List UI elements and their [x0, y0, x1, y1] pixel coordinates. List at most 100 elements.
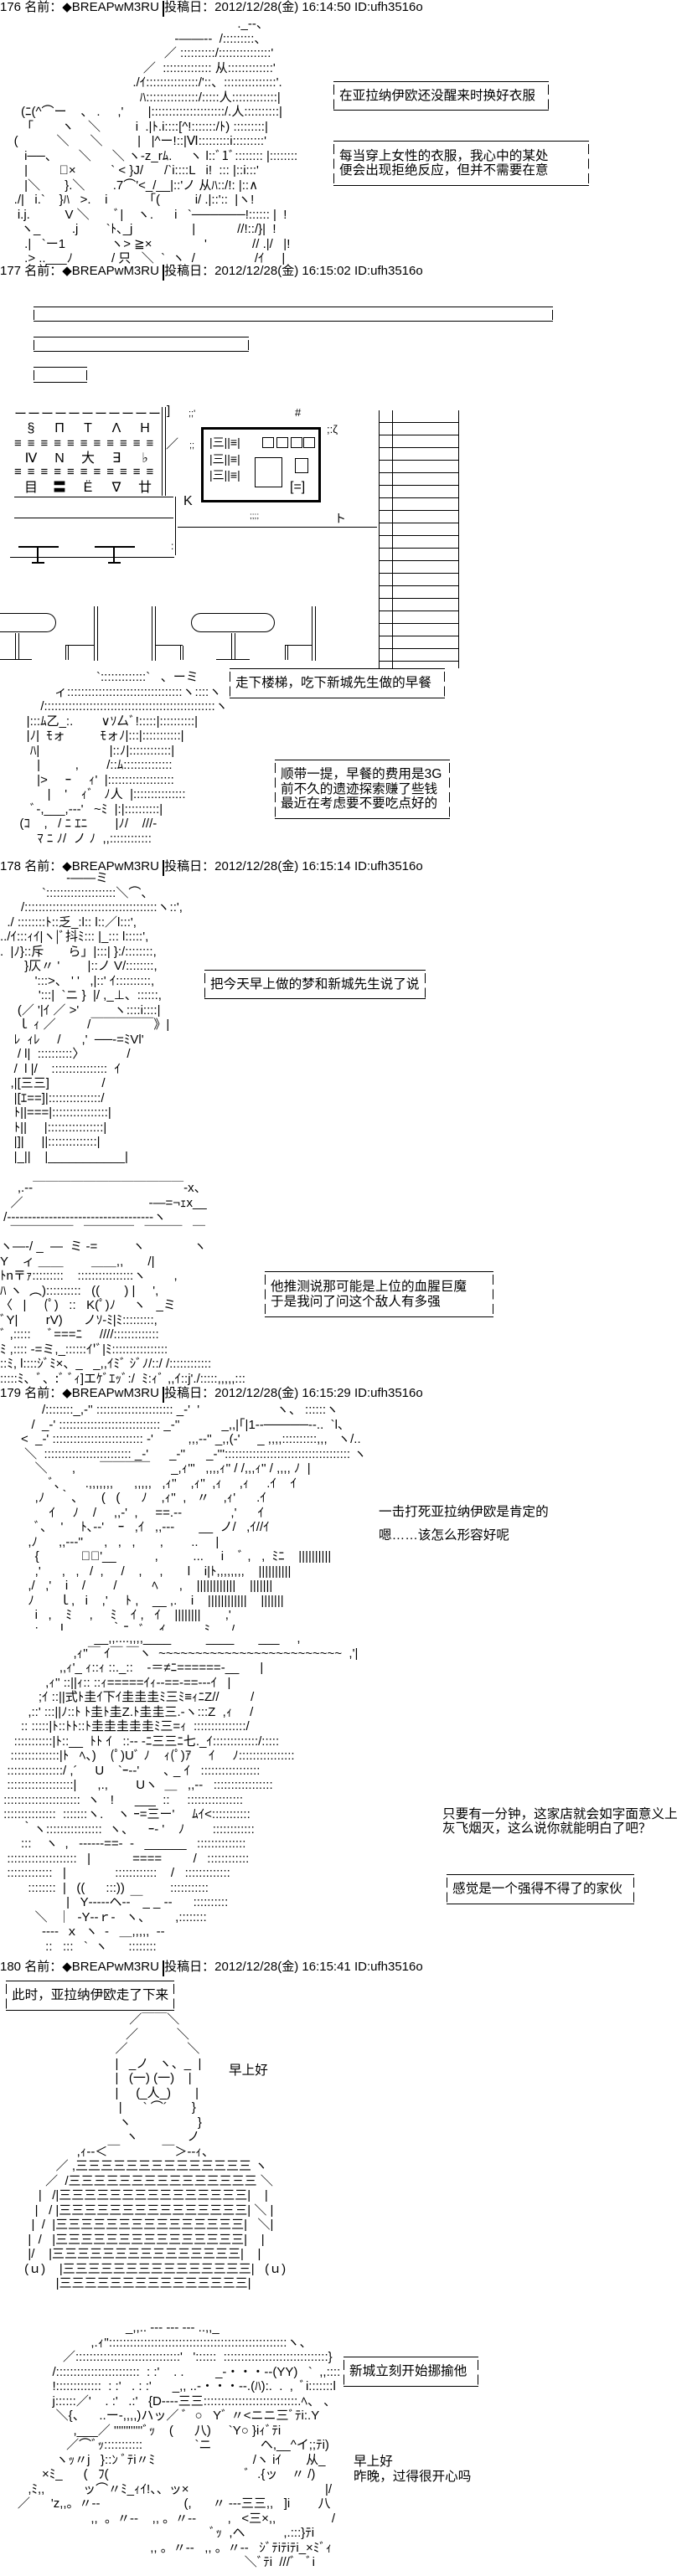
dots-mark: ;:ζ: [327, 423, 338, 435]
book-glyph: Ⅳ: [24, 451, 38, 466]
caption-line: 走下楼梯，吃下新城先生做的早餐: [235, 676, 431, 691]
book-glyph: 廿: [137, 481, 152, 495]
hash-mark: #: [295, 406, 302, 419]
post-id: ID:ufh3516o: [354, 859, 423, 873]
dialogue-how-to-say: 嗯……该怎么形容好呢: [379, 1528, 509, 1543]
dots-mark: ;;: [189, 440, 195, 451]
k-mark: K: [183, 494, 193, 508]
shelf-row-3: 目 〓 Ë ∇ 廿: [17, 481, 159, 496]
empty-caption-box-short: [34, 367, 87, 383]
table-leg: [231, 633, 232, 659]
name-label: 名前：: [24, 264, 63, 278]
notice-row: |三||≡|: [209, 451, 240, 466]
chair-leg: [68, 646, 69, 660]
ascii-art-hatted-man: /::::::::_,-'' :::::::::::::::::::::: _-…: [21, 1403, 367, 1631]
tripcode: ◆BREAPwM3RU: [62, 1386, 159, 1400]
chair-seat: [285, 645, 312, 646]
table-leg: [18, 633, 19, 659]
caption-line: 他推测说那可能是上位的血腥巨魔: [271, 1280, 467, 1294]
dining-table-top: [0, 613, 56, 632]
post-header-179: 179 名前：◆BREAPwM3RU 投稿日：2012/12/28(金) 16:…: [0, 1386, 423, 1403]
post-time: 16:14:50: [302, 0, 351, 14]
post-header-178: 178 名前：◆BREAPwM3RU 投稿日：2012/12/28(金) 16:…: [0, 859, 423, 876]
post-id: ID:ufh3516o: [354, 1960, 423, 1974]
name-label: 名前：: [24, 1386, 63, 1400]
tripcode: ◆BREAPwM3RU: [62, 859, 159, 873]
to-mark: ト: [334, 512, 346, 525]
shelf-divider: ≡≡≡≡≡≡≡≡≡≡≡: [14, 465, 160, 479]
post-id: ID:ufh3516o: [354, 0, 423, 14]
notice-board-rows: |三||≡||三||≡||三||≡|: [209, 435, 240, 484]
notice-square: [276, 437, 288, 448]
chair-seat: [156, 645, 183, 646]
book-glyph: ∇: [111, 481, 121, 495]
caption-box-guess: 他推测说那可能是上位的血腥巨魔 于是我问了问这个敌人有多强: [265, 1271, 493, 1317]
tripcode: ◆BREAPwM3RU: [62, 0, 159, 14]
post-header-180: 180 名前：◆BREAPwM3RU 投稿日：2012/12/28(金) 16:…: [0, 1960, 423, 1976]
dots-mark: :: [171, 540, 174, 552]
notice-board-frame: [201, 427, 321, 502]
caption-line: 最近在考虑要不要吃点好的: [281, 796, 438, 811]
dining-table-top: [191, 613, 275, 632]
caption-line: 感觉是一个强得不得了的家伙: [452, 1882, 622, 1897]
date-label: 投稿日：: [164, 859, 215, 873]
caption-box-change-clothes: 在亚拉纳伊欧还没醒来时换好衣服: [333, 81, 549, 111]
caption-line: 每当穿上女性的衣服，我心中的某处: [339, 148, 549, 163]
book-glyph: H: [140, 421, 150, 435]
ascii-art-dressing: ._--、 -——-- /:::::::::、 ／ ::::::::::/:::…: [13, 17, 297, 265]
caption-line: 新城立刻开始挪揄他: [349, 2364, 467, 2379]
date-label: 投稿日：: [164, 264, 215, 278]
caption-box-dream: 把今天早上做的梦和新城先生说了说: [204, 970, 426, 999]
ascii-art-breakfast: `:::::::::::::` 、ーミ ィ:::::::::::::::::::…: [19, 670, 228, 846]
dialogue-line: 早上好: [354, 2455, 393, 2469]
chair-back: [155, 606, 156, 661]
caption-line: 此时，亚拉纳伊欧走了下来: [12, 1988, 169, 2003]
notice-square: [303, 437, 315, 448]
empty-caption-box-long: [34, 307, 553, 322]
post-date: 2012/12/28(金): [214, 859, 299, 873]
dialogue-good-morning: 早上好: [229, 2063, 268, 2078]
caption-line: 前不久的遗迹探索赚了些钱: [281, 781, 438, 796]
shelf-slash: ／: [166, 437, 179, 451]
shelf-row-1: § Π T Λ H: [17, 421, 159, 436]
shelf-divider: ≡≡≡≡≡≡≡≡≡≡≡: [14, 436, 160, 451]
caption-line: 于是我问了问这个敌人有多强: [271, 1294, 441, 1309]
post-number: 177: [0, 264, 22, 278]
chair-back: [94, 606, 95, 661]
stool-foot: [32, 562, 44, 564]
dialogue-line: 昨晚，过得很开心吗: [354, 2470, 472, 2484]
post-number: 179: [0, 1386, 22, 1400]
book-glyph: N: [54, 451, 65, 466]
caption-line: 在亚拉纳伊欧还没醒来时换好衣服: [339, 88, 535, 103]
chair-leg: [285, 646, 286, 660]
post-number: 178: [0, 859, 22, 873]
table-leg: [15, 633, 16, 659]
caption-box-downstairs: 走下楼梯，吃下新城先生做的早餐: [230, 668, 445, 698]
tripcode: ◆BREAPwM3RU: [62, 1960, 159, 1974]
book-glyph: T: [84, 421, 92, 435]
table-base: [0, 659, 32, 660]
post-id: ID:ufh3516o: [354, 264, 423, 278]
caption-line: 把今天早上做的梦和新城先生说了说: [210, 976, 420, 992]
stool-seat: [95, 546, 135, 548]
post-time: 16:15:02: [302, 264, 351, 278]
stool-leg: [113, 548, 115, 563]
book-glyph: Ë: [83, 481, 93, 495]
book-glyph: 目: [23, 481, 38, 495]
dialogue-one-minute: 只要有一分钟，这家店就会如字面意义上 灰飞烟灭，这么说你就能明白了吧？: [442, 1807, 678, 1836]
shelf-bracket: ]: [167, 404, 171, 418]
post-number: 180: [0, 1960, 22, 1974]
dots-mark: ;;': [189, 409, 196, 419]
stool-seat: [18, 546, 59, 548]
post-id: ID:ufh3516o: [354, 1386, 423, 1400]
ascii-art-shop-owner: __,,....,,,,____ ____ ___ , ,ｨ''￣ ｲ￣ ￣ヽ …: [3, 1631, 359, 1954]
book-glyph: Π: [54, 421, 65, 435]
book-glyph: 大: [80, 451, 95, 466]
caption-box-rejection: 每当穿上女性的衣服，我心中的某处 便会出现拒绝反应，但并不需要在意: [333, 141, 589, 186]
ascii-art-sleepy-character: ／￣￣＼ ／ ＼ ／ ＼ | _ノ ヽ、_ | | (一) (一: [24, 2012, 287, 2290]
caption-box-came-down: 此时，亚拉纳伊欧走了下来: [6, 1981, 174, 2011]
book-glyph: Λ: [111, 421, 121, 435]
post-date: 2012/12/28(金): [214, 264, 299, 278]
book-glyph: ♭: [142, 451, 148, 466]
dialogue-line: 只要有一分钟，这家店就会如字面意义上: [442, 1807, 678, 1821]
